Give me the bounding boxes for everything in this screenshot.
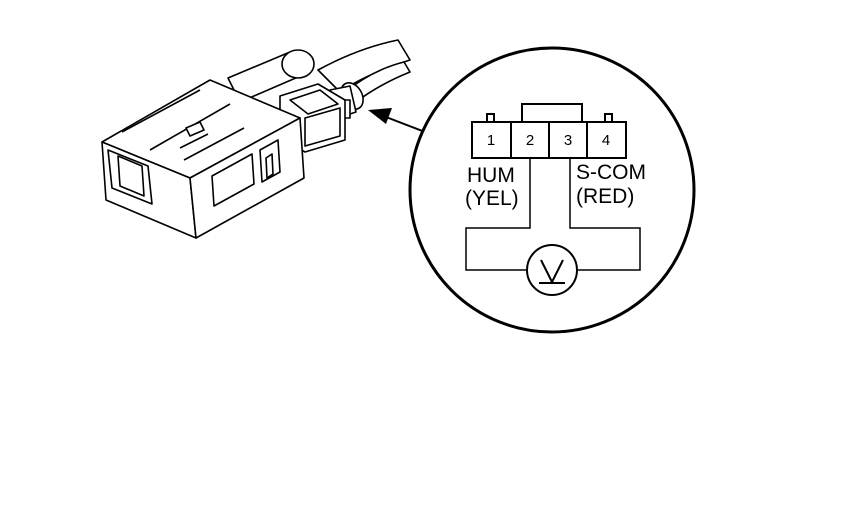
connector-housing [101,79,305,239]
sensor-connector-illustration [101,39,411,239]
magnified-view: 1 2 3 4 HUM (YEL) S-COM (RED) [408,46,696,334]
scom-wire-label: S-COM [576,161,646,184]
pin-1-label: 1 [487,132,495,149]
magnifier-circle [408,46,696,334]
hum-wire-label: HUM [467,164,515,187]
connector-face [471,103,627,159]
pin-3-label: 3 [564,132,572,149]
scom-wire-color-label: (RED) [576,185,634,208]
hum-wire-color-label: (YEL) [465,187,519,210]
pin-4-label: 4 [602,132,610,149]
voltmeter-icon [526,244,578,296]
pointer-arrow [368,108,426,133]
pin-2-label: 2 [526,132,534,149]
test-leads [465,158,641,271]
